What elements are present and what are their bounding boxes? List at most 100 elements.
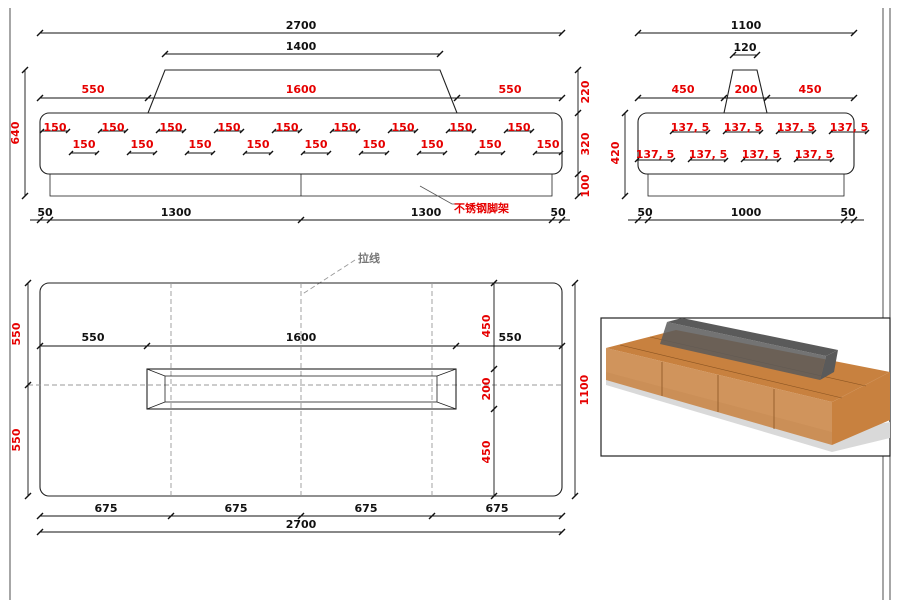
- dim-front-base-mid-right: 1300: [411, 206, 442, 219]
- side-pad-top-tick-1-2: [705, 129, 711, 135]
- side-pad-bottom-tick-2-1: [687, 157, 693, 163]
- side-pad-bottom-label-3: 137, 5: [742, 148, 781, 161]
- front-pad-bottom-tick-1-2: [94, 150, 100, 156]
- front-pad-bottom-tick-1-1: [68, 150, 74, 156]
- front-pad-top-label-7: 150: [392, 121, 415, 134]
- front-pad-bottom-label-7: 150: [421, 138, 444, 151]
- side-backrest: [723, 69, 768, 114]
- front-pad-top-tick-7-2: [413, 128, 419, 134]
- front-pad-top-tick-6-2: [355, 128, 361, 134]
- front-pad-top-label-1: 150: [44, 121, 67, 134]
- plan-backrest-outer: [146, 368, 457, 410]
- front-pad-top-tick-2-2: [123, 128, 129, 134]
- side-pad-top-tick-1-1: [669, 129, 675, 135]
- front-pad-bottom-tick-3-1: [184, 150, 190, 156]
- front-pad-bottom-label-3: 150: [189, 138, 212, 151]
- side-pads-bottom: 137, 5 137, 5 137, 5 137, 5: [634, 148, 835, 163]
- side-pad-bottom-label-4: 137, 5: [795, 148, 834, 161]
- dim-plan-bottom-3: 675: [355, 502, 378, 515]
- front-backrest: [147, 69, 458, 114]
- front-pad-bottom-tick-2-2: [152, 150, 158, 156]
- dim-plan-back-top: 450: [480, 314, 493, 337]
- render-backrest-top: [667, 318, 838, 356]
- front-pad-bottom-tick-7-1: [416, 150, 422, 156]
- front-pad-top-tick-9-2: [529, 128, 535, 134]
- front-pad-top-label-6: 150: [334, 121, 357, 134]
- front-pad-top-tick-6-1: [329, 128, 335, 134]
- front-pad-bottom-label-1: 150: [73, 138, 96, 151]
- front-pad-top-tick-4-2: [239, 128, 245, 134]
- front-pad-top-label-8: 150: [450, 121, 473, 134]
- front-pad-top-tick-9-1: [503, 128, 509, 134]
- dim-plan-back-bottom: 450: [480, 440, 493, 463]
- front-pad-top-tick-3-1: [155, 128, 161, 134]
- dim-plan-depth: 1100: [578, 374, 591, 405]
- render-backrest-front: [660, 322, 826, 380]
- render-seat-top: [606, 330, 890, 402]
- front-pad-top-label-5: 150: [276, 121, 299, 134]
- front-pad-bottom-tick-5-2: [326, 150, 332, 156]
- front-pad-top-label-9: 150: [508, 121, 531, 134]
- front-pad-bottom-tick-4-1: [242, 150, 248, 156]
- sofa-render: [600, 317, 891, 457]
- dim-front-total-height: 640: [9, 121, 22, 144]
- front-pad-top-tick-2-1: [97, 128, 103, 134]
- side-pad-top-tick-4-1: [828, 129, 834, 135]
- side-pad-top-tick-2-2: [758, 129, 764, 135]
- dim-plan-lower: 550: [10, 428, 23, 451]
- dim-side-seg-mid: 200: [735, 83, 758, 96]
- front-pad-top-tick-1-1: [39, 128, 45, 134]
- front-pad-top-tick-5-1: [271, 128, 277, 134]
- side-pad-top-label-1: 137, 5: [671, 121, 710, 134]
- dim-side-base-left: 50: [637, 206, 653, 219]
- side-pad-top-tick-4-2: [864, 129, 870, 135]
- dim-front-leg-height: 100: [579, 174, 592, 197]
- dim-front-base-mid-left: 1300: [161, 206, 192, 219]
- side-pad-top-label-4: 137, 5: [830, 121, 869, 134]
- dim-side-height: 420: [609, 141, 622, 164]
- side-pad-bottom-label-1: 137, 5: [636, 148, 675, 161]
- dim-front-base-right: 50: [550, 206, 566, 219]
- dim-plan-bottom-4: 675: [486, 502, 509, 515]
- dim-front-back-height: 220: [579, 80, 592, 103]
- front-pad-top-tick-7-1: [387, 128, 393, 134]
- dim-plan-seg-mid: 1600: [286, 331, 317, 344]
- dim-front-total: 2700: [286, 19, 317, 32]
- front-pad-bottom-label-9: 150: [537, 138, 560, 151]
- render-seat-side: [832, 372, 890, 445]
- dim-side-top-width: 120: [734, 41, 757, 54]
- dim-plan-bottom-2: 675: [225, 502, 248, 515]
- side-pad-top-tick-3-2: [811, 129, 817, 135]
- side-pad-bottom-tick-4-2: [829, 157, 835, 163]
- side-pad-top-tick-3-1: [775, 129, 781, 135]
- front-pad-bottom-tick-9-2: [558, 150, 564, 156]
- side-pad-bottom-label-2: 137, 5: [689, 148, 728, 161]
- side-pad-bottom-tick-1-2: [670, 157, 676, 163]
- front-pad-bottom-tick-6-2: [384, 150, 390, 156]
- front-pad-top-label-4: 150: [218, 121, 241, 134]
- render-backrest-side: [820, 350, 838, 380]
- front-pad-top-tick-4-1: [213, 128, 219, 134]
- front-pad-top-tick-1-2: [65, 128, 71, 134]
- dim-front-seg-left: 550: [82, 83, 105, 96]
- dim-front-seg-mid: 1600: [286, 83, 317, 96]
- dim-side-base-mid: 1000: [731, 206, 762, 219]
- side-pad-bottom-tick-2-2: [723, 157, 729, 163]
- side-pad-bottom-tick-1-1: [634, 157, 640, 163]
- dim-plan-bottom-1: 675: [95, 502, 118, 515]
- side-pad-bottom-tick-3-2: [776, 157, 782, 163]
- dim-plan-seg-right: 550: [499, 331, 522, 344]
- dim-plan-upper: 550: [10, 322, 23, 345]
- dim-side-total: 1100: [731, 19, 762, 32]
- front-pad-top-tick-3-2: [181, 128, 187, 134]
- dim-front-seat-height: 320: [579, 132, 592, 155]
- render-seat-front: [606, 348, 832, 445]
- side-pad-bottom-tick-3-1: [740, 157, 746, 163]
- side-pad-top-label-2: 137, 5: [724, 121, 763, 134]
- leg-frame-label: 不锈钢脚架: [454, 201, 509, 215]
